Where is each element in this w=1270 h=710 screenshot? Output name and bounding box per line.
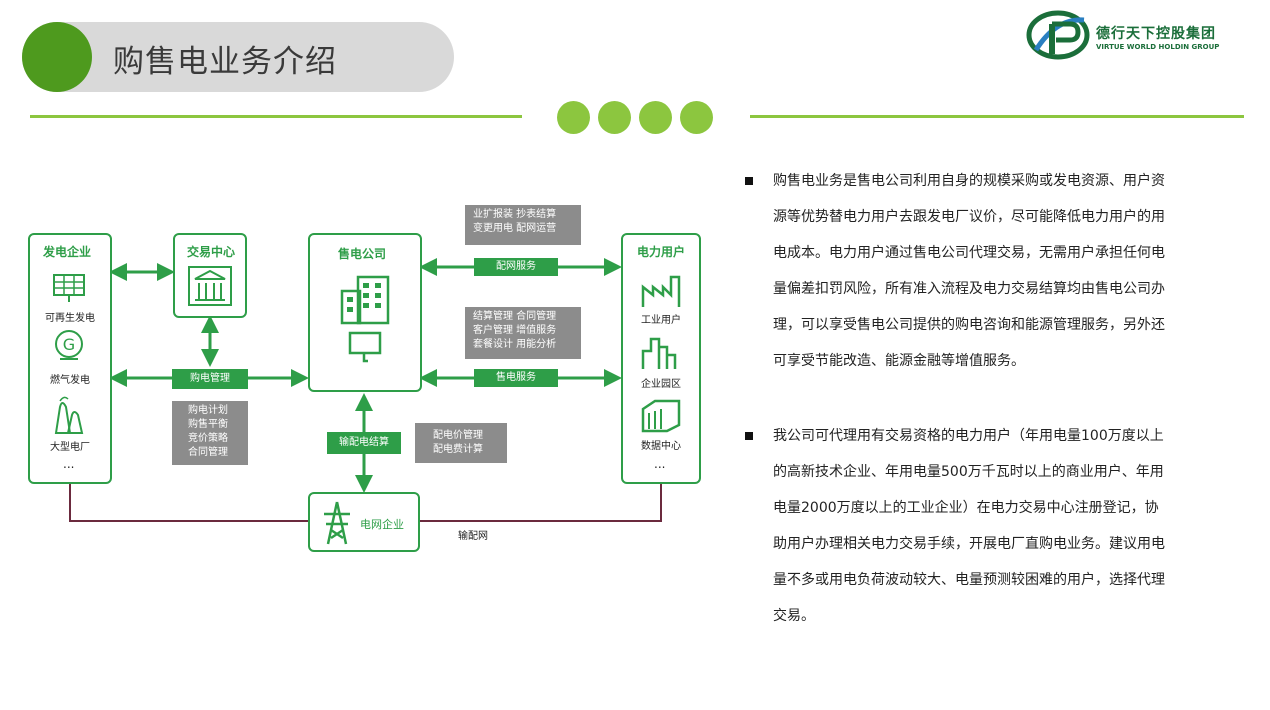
settlement-label: 输配电结算: [327, 432, 401, 454]
detail-line: 业扩报装 抄表结算: [473, 209, 557, 220]
paragraph-line: 量偏差扣罚风险，所有准入流程及电力交易结算均由售电公司办: [773, 281, 1165, 297]
logo-name-cn: 德行天下控股集团: [1096, 26, 1216, 42]
decor-dot: [557, 101, 590, 134]
paragraph-line: 我公司可代理用有交易资格的电力用户（年用电量100万度以上: [773, 428, 1164, 444]
exchange-title: 交易中心: [187, 245, 236, 259]
transmission-tower-icon: [324, 501, 350, 545]
network-label: 输配网: [458, 531, 488, 542]
power-users-box: 电力用户 工业用户 企业园区 数据中心 ...: [621, 233, 701, 484]
settlement-details: 配电价管理 配电费计算: [415, 423, 507, 463]
power-plant-icon: [54, 396, 84, 434]
generation-more: ...: [63, 457, 75, 471]
detail-line: 购电计划: [188, 405, 228, 416]
decor-dot: [680, 101, 713, 134]
industrial-park-icon: [641, 337, 677, 369]
logo-mark-icon: [1026, 10, 1090, 60]
paragraph-line: 助用户办理相关电力交易手续，开展电厂直购电业务。建议用电: [773, 536, 1165, 552]
generation-item-label: 大型电厂: [50, 442, 90, 453]
paragraph-line: 量不多或用电负荷波动较大、电量预测较困难的用户，选择代理: [773, 572, 1165, 588]
detail-line: 套餐设计 用能分析: [473, 339, 557, 350]
exchange-box: 交易中心: [173, 233, 247, 318]
description-paragraph-1: 购售电业务是售电公司利用自身的规模采购或发电资源、用户资 源等优势替电力用户去跟…: [745, 163, 1235, 379]
detail-line: 配电价管理: [433, 430, 483, 441]
detail-line: 变更用电 配网运营: [473, 223, 557, 234]
distribution-service-label: 配网服务: [474, 258, 558, 276]
paragraph-line: 电量2000万度以上的工业企业）在电力交易中心注册登记，协: [773, 500, 1159, 516]
detail-line: 竞价策略: [188, 433, 228, 444]
paragraph-line: 交易。: [773, 608, 815, 624]
bullet-icon: [745, 432, 753, 440]
purchase-management-label: 购电管理: [172, 369, 248, 389]
svg-text:G: G: [63, 335, 75, 354]
solar-panel-icon: [53, 274, 85, 302]
page-title: 购售电业务介绍: [113, 44, 337, 80]
generation-box: 发电企业 可再生发电 G 燃气发电 大型电厂 ...: [28, 233, 112, 484]
sales-details: 结算管理 合同管理 客户管理 增值服务 套餐设计 用能分析: [465, 307, 581, 359]
divider-left: [30, 115, 522, 118]
detail-line: 合同管理: [188, 447, 228, 458]
exchange-building-icon: [188, 266, 232, 306]
gas-turbine-icon: G: [55, 330, 83, 360]
detail-line: 客户管理 增值服务: [473, 325, 557, 336]
divider-right: [750, 115, 1244, 118]
generation-title: 发电企业: [43, 245, 92, 259]
paragraph-line: 电成本。电力用户通过售电公司代理交易，无需用户承担任何电: [773, 245, 1165, 261]
description-paragraph-2: 我公司可代理用有交易资格的电力用户（年用电量100万度以上 的高新技术企业、年用…: [745, 418, 1235, 634]
data-center-icon: [641, 399, 681, 433]
office-building-icon: [340, 275, 390, 363]
paragraph-line: 源等优势替电力用户去跟发电厂议价，尽可能降低电力用户的用: [773, 209, 1165, 225]
distribution-details: 业扩报装 抄表结算 变更用电 配网运营: [465, 205, 581, 245]
users-item-label: 企业园区: [641, 379, 681, 390]
grid-company-box: 电网企业: [308, 492, 420, 552]
title-banner: [22, 22, 454, 92]
title-circle-decoration: [22, 22, 92, 92]
power-users-title: 电力用户: [637, 245, 686, 259]
purchase-details: 购电计划 购售平衡 竞价策略 合同管理: [172, 401, 248, 465]
business-flow-diagram: 发电企业 可再生发电 G 燃气发电 大型电厂 ... 交易中心: [28, 205, 701, 552]
decor-dot: [598, 101, 631, 134]
users-more: ...: [654, 457, 666, 471]
company-logo: 德行天下控股集团 VIRTUE WORLD HOLDIN GROUP: [1026, 10, 1236, 60]
detail-line: 配电费计算: [433, 444, 483, 455]
bullet-icon: [745, 177, 753, 185]
factory-icon: [641, 275, 681, 307]
sales-service-label: 售电服务: [474, 369, 558, 387]
decor-dot: [639, 101, 672, 134]
retail-company-box: 售电公司: [308, 233, 422, 392]
users-item-label: 数据中心: [641, 441, 681, 452]
paragraph-line: 购售电业务是售电公司利用自身的规模采购或发电资源、用户资: [773, 173, 1165, 189]
retail-company-title: 售电公司: [338, 247, 387, 261]
generation-item-label: 燃气发电: [50, 375, 90, 386]
detail-line: 购售平衡: [188, 419, 228, 430]
paragraph-line: 可享受节能改造、能源金融等增值服务。: [773, 353, 1025, 369]
users-item-label: 工业用户: [641, 315, 681, 326]
grid-company-title: 电网企业: [360, 518, 404, 531]
paragraph-line: 理，可以享受售电公司提供的购电咨询和能源管理服务，另外还: [773, 317, 1165, 333]
detail-line: 结算管理 合同管理: [473, 311, 557, 322]
generation-item-label: 可再生发电: [45, 313, 95, 324]
logo-name-en: VIRTUE WORLD HOLDIN GROUP: [1096, 43, 1220, 51]
paragraph-line: 的高新技术企业、年用电量500万千瓦时以上的商业用户、年用: [773, 464, 1164, 480]
